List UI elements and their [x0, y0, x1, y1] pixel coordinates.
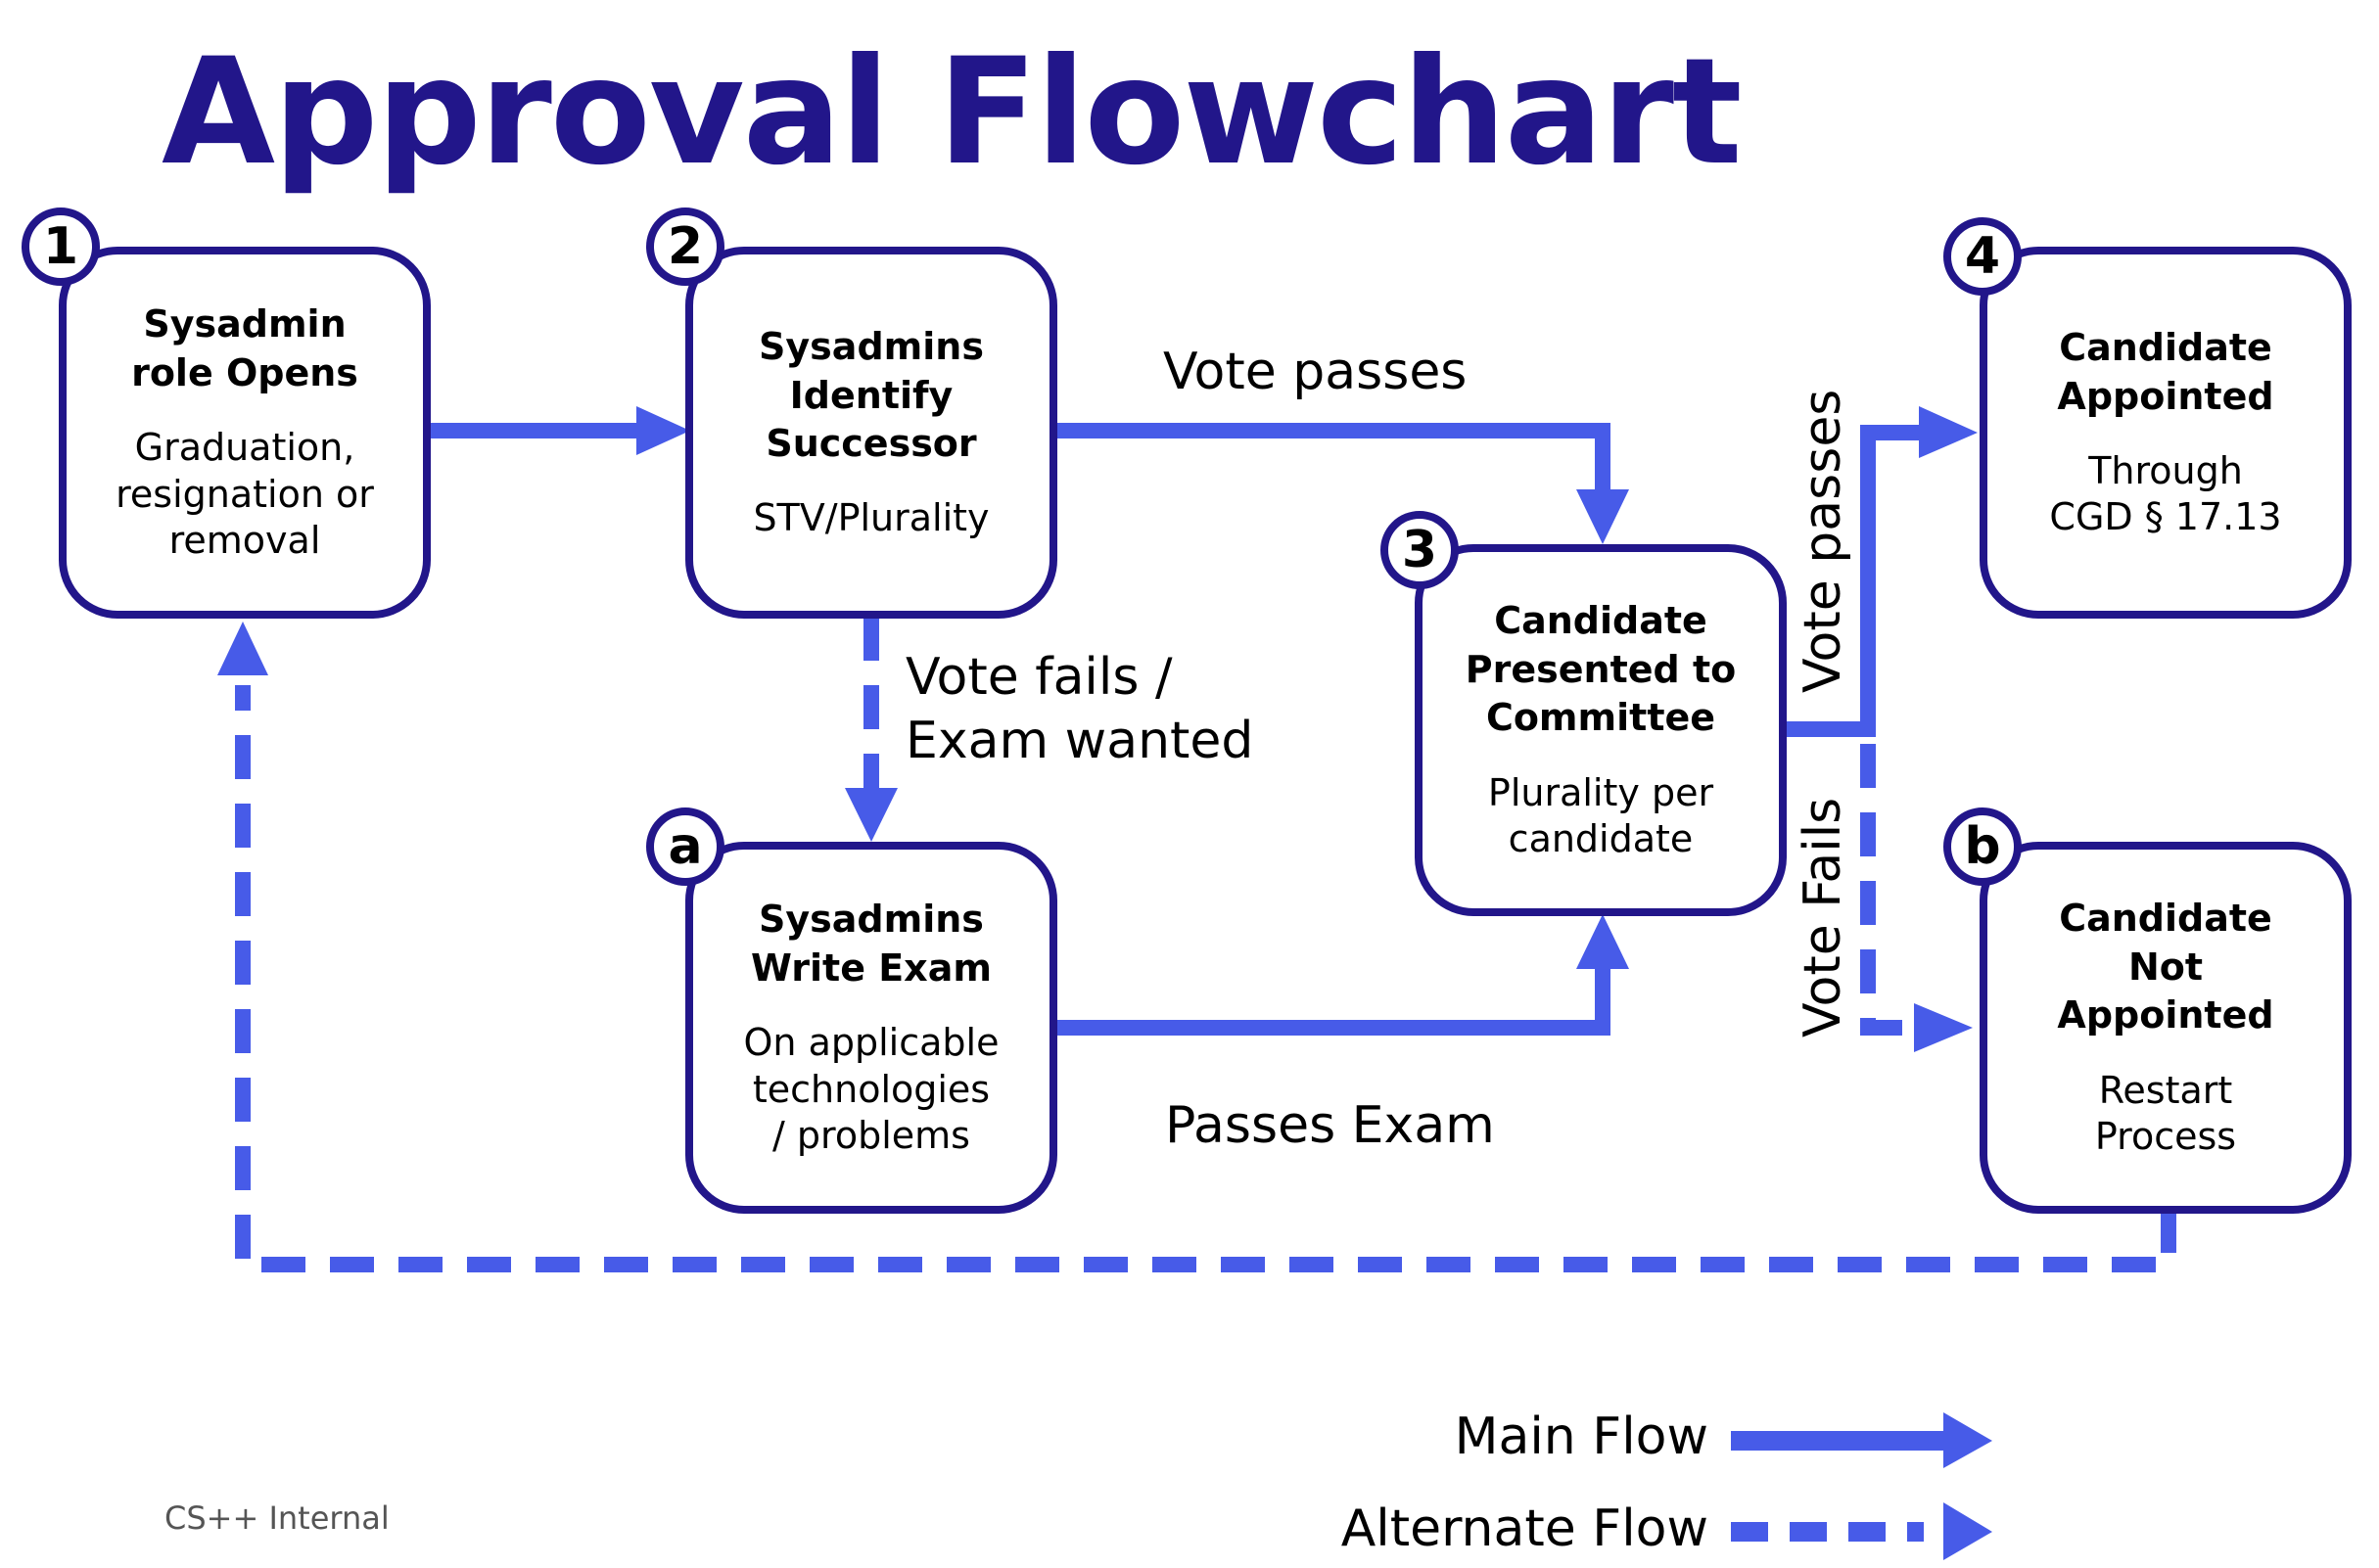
arrowhead-4 [1919, 406, 1978, 458]
edge-label-vote-passes: Vote passes [1163, 343, 1468, 401]
edge-2-to-3 [1053, 423, 1610, 489]
step-badge-2: 2 [646, 208, 724, 286]
step-badge-3: 3 [1380, 511, 1459, 589]
edge-label-vote-passes-vertical: Vote passes [1794, 389, 1852, 693]
node-subtitle: STV/Plurality [753, 496, 990, 540]
edge-b-to-1 [235, 685, 2176, 1272]
arrowhead-b [1914, 1003, 1973, 1052]
edge-label-vote-fails: Vote fails / Exam wanted [906, 648, 1254, 770]
arrowhead-2 [636, 406, 690, 455]
legend-alternate-label: Alternate Flow [1340, 1499, 1708, 1558]
edge-3-to-b [1860, 744, 1914, 1036]
step-badge-b: b [1943, 807, 2022, 886]
arrowhead-3-top [1576, 489, 1629, 544]
step-badge-1: 1 [22, 208, 100, 286]
step-badge-4: 4 [1943, 217, 2022, 296]
step-badge-a: a [646, 807, 724, 886]
arrowhead-1 [217, 622, 268, 675]
footer-text: CS++ Internal [164, 1499, 390, 1537]
edge-label-passes-exam: Passes Exam [1165, 1096, 1495, 1155]
arrowhead-3-bottom [1576, 914, 1629, 969]
legend-alt-arrowhead [1943, 1502, 1992, 1560]
legend-main-label: Main Flow [1454, 1407, 1708, 1466]
legend-main-arrowhead [1943, 1412, 1992, 1468]
arrowhead-a [845, 788, 898, 842]
edge-label-vote-fails-vertical: Vote Fails [1794, 797, 1852, 1038]
edge-3-to-4 [1784, 425, 1919, 737]
edge-a-to-3 [1053, 969, 1610, 1036]
page-title: Approval Flowchart [162, 27, 1743, 198]
